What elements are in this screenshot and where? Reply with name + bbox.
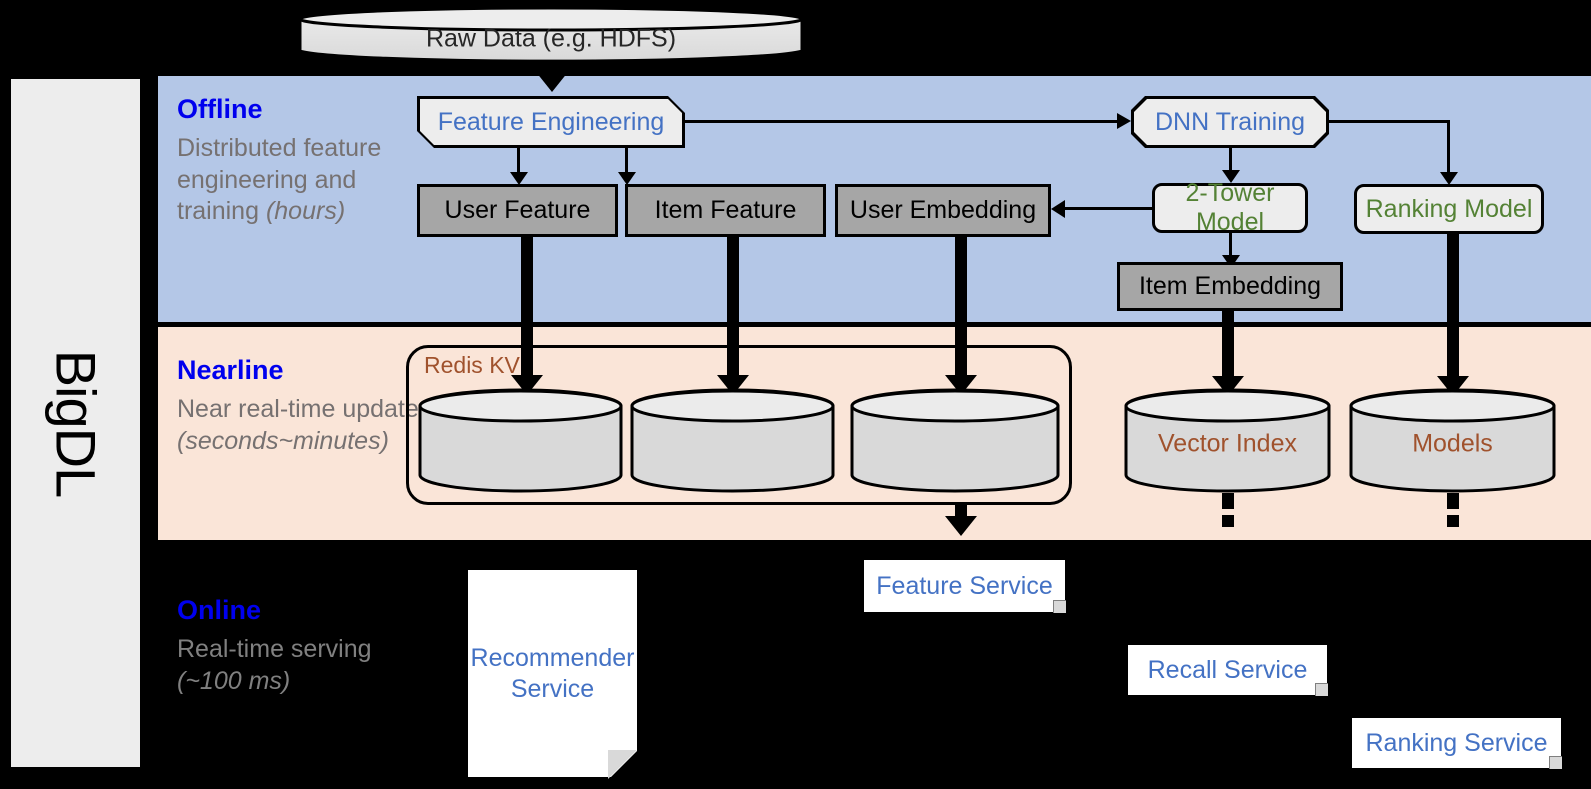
offline-section-label: Offline Distributed feature engineering … xyxy=(177,94,427,228)
ranking-service-fold-icon xyxy=(1549,756,1562,769)
two-tower-model-label: 2-Tower Model xyxy=(1185,179,1275,236)
arrow-rawdata-fe xyxy=(536,72,568,92)
bigdl-label: BigDL xyxy=(44,349,107,497)
nearline-section-label: Nearline Near real-time update (seconds~… xyxy=(177,355,427,457)
offline-desc: Distributed feature engineering and trai… xyxy=(177,133,427,228)
item-feature-label: Item Feature xyxy=(654,196,797,224)
ranking-model-box[interactable]: Ranking Model xyxy=(1354,184,1544,234)
arrow-fe-userfeature xyxy=(510,172,528,185)
feature-engineering-label: Feature Engineering xyxy=(437,107,665,136)
feature-service-label: Feature Service xyxy=(876,571,1053,600)
models-cylinder[interactable]: Models xyxy=(1348,388,1557,493)
ranking-service-label: Ranking Service xyxy=(1365,728,1548,757)
user-embedding-box[interactable]: User Embedding xyxy=(835,184,1051,237)
dnn-training-label-wrap: DNN Training xyxy=(1134,99,1326,145)
connector-2tower-userembedding xyxy=(1065,207,1155,210)
arrow-2tower-userembedding xyxy=(1051,200,1065,218)
arrow-dnn-ranking xyxy=(1440,172,1458,185)
connector-2tower-itememb xyxy=(1229,233,1232,258)
nearline-desc: Near real-time update (seconds~minutes) xyxy=(177,394,427,457)
online-section-label: Online Real-time serving (~100 ms) xyxy=(177,595,427,697)
recommender-service-fold-icon xyxy=(608,750,637,779)
redis-kv-container xyxy=(406,345,1072,505)
connector-dnn-2tower xyxy=(1229,148,1232,173)
kv-store-2-cylinder[interactable] xyxy=(629,388,836,493)
nearline-title: Nearline xyxy=(177,355,284,385)
connector-fe-itemfeature xyxy=(625,148,628,175)
recommender-service-box[interactable]: Recommender Service xyxy=(468,570,637,777)
redis-kv-label: Redis KV xyxy=(424,352,520,378)
item-feature-box[interactable]: Item Feature xyxy=(625,184,826,237)
nearline-desc-text: Near real-time update xyxy=(177,395,419,423)
online-desc: Real-time serving (~100 ms) xyxy=(177,634,427,697)
item-embedding-label: Item Embedding xyxy=(1138,272,1322,300)
dnn-training-label: DNN Training xyxy=(1154,107,1306,136)
arrow-redis-featureservice xyxy=(945,516,977,536)
pipe-itememb-vectorindex xyxy=(1222,311,1234,383)
online-desc-italic: (~100 ms) xyxy=(177,666,291,695)
connector-dnn-ranking-v xyxy=(1447,120,1450,175)
user-feature-label: User Feature xyxy=(444,196,591,224)
raw-data-cylinder: Raw Data (e.g. HDFS) xyxy=(297,5,805,65)
feature-engineering-box[interactable]: Feature Engineering xyxy=(417,96,685,148)
pipe-rankingmodel-models xyxy=(1447,234,1459,382)
connector-fe-dnn xyxy=(685,120,1117,123)
online-desc-text: Real-time serving xyxy=(177,635,372,663)
nearline-desc-italic: (seconds~minutes) xyxy=(177,426,389,455)
online-title: Online xyxy=(177,595,262,625)
ranking-model-label: Ranking Model xyxy=(1365,194,1533,223)
vector-index-cylinder[interactable]: Vector Index xyxy=(1123,388,1332,493)
user-embedding-label: User Embedding xyxy=(849,196,1037,224)
stub-vector-index-b xyxy=(1222,515,1234,527)
offline-desc-italic: (hours) xyxy=(265,197,346,225)
recall-service-fold-icon xyxy=(1315,683,1328,696)
ranking-service-box[interactable]: Ranking Service xyxy=(1352,718,1561,768)
connector-fe-userfeature xyxy=(517,148,520,175)
stub-vector-index-a xyxy=(1222,493,1234,509)
feature-service-box[interactable]: Feature Service xyxy=(864,560,1065,612)
stub-models-a xyxy=(1447,493,1459,509)
arrow-dnn-2tower xyxy=(1222,170,1240,183)
feature-engineering-label-wrap: Feature Engineering xyxy=(420,99,682,145)
offline-title: Offline xyxy=(177,94,263,124)
kv-store-3-cylinder[interactable] xyxy=(849,388,1061,493)
offline-desc-text: Distributed feature engineering and trai… xyxy=(177,134,382,225)
feature-service-fold-icon xyxy=(1053,600,1066,613)
stub-models-b xyxy=(1447,515,1459,527)
recommender-service-label: Recommender Service xyxy=(470,644,635,703)
arrow-fe-dnn xyxy=(1117,113,1131,129)
connector-dnn-ranking-h xyxy=(1329,120,1450,123)
two-tower-model-box[interactable]: 2-Tower Model xyxy=(1152,179,1308,236)
item-embedding-box[interactable]: Item Embedding xyxy=(1117,262,1343,311)
dnn-training-box[interactable]: DNN Training xyxy=(1131,96,1329,148)
arrow-fe-itemfeature xyxy=(618,172,636,185)
recall-service-box[interactable]: Recall Service xyxy=(1128,645,1327,695)
recall-service-label: Recall Service xyxy=(1147,655,1308,684)
user-feature-box[interactable]: User Feature xyxy=(417,184,618,237)
kv-store-1-cylinder[interactable] xyxy=(417,388,624,493)
bigdl-sidebar: BigDL xyxy=(8,76,143,770)
connector-rawdata-fe xyxy=(549,60,555,77)
